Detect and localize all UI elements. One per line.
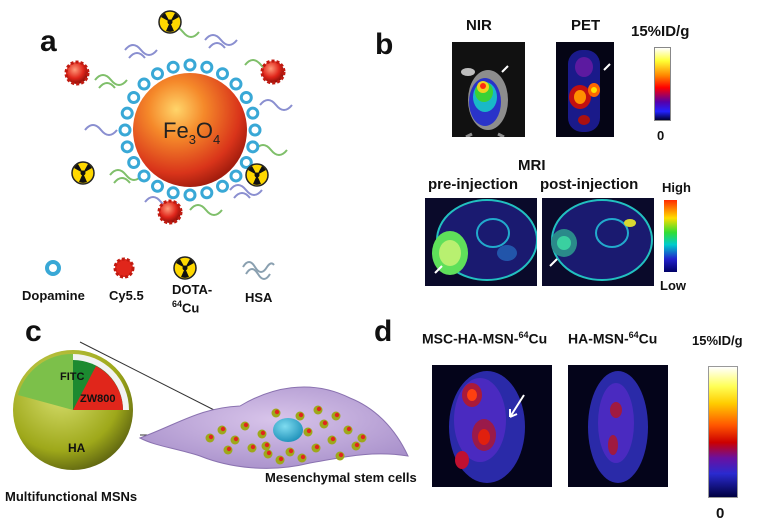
msn-particle-core (243, 422, 249, 428)
hsa-protein-icon (242, 261, 275, 280)
dopamine-bead (216, 67, 229, 81)
cy55-icon (113, 257, 135, 279)
svg-text:HA: HA (68, 441, 86, 455)
dopamine-bead (151, 67, 164, 81)
msn-particle-core (288, 448, 294, 454)
internalized-msn-particles (205, 405, 367, 465)
legend-dota-label: DOTA-64Cu (172, 282, 213, 316)
panel-d-color-scale (708, 366, 738, 498)
msn-particle-core (346, 426, 352, 432)
ha-msn-title: HA-MSN-64Cu (568, 330, 658, 347)
dopamine-icon (45, 260, 61, 276)
msn-particle-core (298, 412, 304, 418)
msn-particle-core (226, 446, 232, 452)
msn-particle-diagram: FITC ZW800 HA (13, 350, 133, 470)
panel-b-letter: b (375, 28, 394, 61)
msc-ha-msn-pet-image (432, 365, 552, 487)
dopamine-bead (229, 77, 243, 91)
panel-d-scale-max-label: 15%ID/g (692, 333, 743, 348)
cy55-dye-markers (64, 59, 286, 225)
panel-d-letter: d (374, 315, 393, 348)
mri-label: MRI (518, 157, 546, 174)
dopamine-bead (166, 60, 180, 74)
mesenchymal-stem-cell (138, 386, 409, 469)
dopamine-bead (248, 123, 262, 137)
dopamine-bead (239, 91, 253, 104)
multifunctional-msns-caption: Multifunctional MSNs (5, 489, 138, 504)
mesenchymal-stem-cells-caption: Mesenchymal stem cells (265, 470, 417, 485)
dopamine-bead (229, 169, 243, 183)
msn-particle-core (360, 434, 366, 440)
dopamine-bead (239, 156, 253, 169)
legend-dopamine-label: Dopamine (22, 288, 85, 303)
msn-particle-core (274, 409, 280, 415)
panel-c-letter: c (25, 315, 42, 348)
dopamine-bead (127, 91, 141, 104)
msn-particle-core (220, 426, 226, 432)
dopamine-shell (118, 58, 262, 202)
msn-particle-core (278, 456, 284, 462)
panel-d-scale-min-label: 0 (716, 505, 725, 522)
msn-particle-core (266, 450, 272, 456)
nir-label: NIR (466, 17, 492, 34)
dopamine-bead (246, 106, 260, 120)
ha-msn-pet-image (568, 365, 668, 487)
legend-hsa-label: HSA (245, 290, 273, 305)
msn-particle-core (264, 442, 270, 448)
nanoparticle-diagram: Fe3O4 (64, 10, 293, 225)
pet-scale-min-label: 0 (657, 128, 665, 143)
radioactive-icon (173, 256, 197, 280)
mri-color-scale (664, 200, 677, 272)
mri-scale-low-label: Low (660, 278, 686, 293)
msn-particle-core (233, 436, 239, 442)
msn-particle-core (338, 452, 344, 458)
pre-injection-label: pre-injection (428, 176, 519, 193)
msn-particle-core (250, 444, 256, 450)
post-injection-label: post-injection (540, 176, 639, 193)
legend-cy55-label: Cy5.5 (109, 288, 144, 303)
mri-pre-injection-image (425, 198, 537, 286)
msn-particle-core (208, 434, 214, 440)
msn-particle-core (316, 406, 322, 412)
dopamine-bead (151, 179, 164, 193)
msn-particle-core (334, 412, 340, 418)
dopamine-bead (183, 58, 197, 72)
dopamine-bead (200, 186, 214, 200)
dopamine-bead (200, 60, 214, 74)
msn-particle-core (322, 420, 328, 426)
dota-64cu-markers (71, 10, 269, 187)
dopamine-bead (166, 186, 180, 200)
svg-text:Fe3O4: Fe3O4 (163, 118, 220, 147)
dopamine-bead (216, 179, 229, 193)
dopamine-bead (127, 156, 141, 169)
fe3o4-core (133, 73, 247, 187)
dopamine-bead (183, 188, 197, 202)
dopamine-bead (246, 140, 260, 154)
pet-color-scale (654, 47, 671, 121)
pet-scale-max-label: 15%ID/g (631, 23, 690, 40)
dopamine-bead (120, 140, 134, 154)
nir-image (452, 42, 525, 137)
msn-particle-core (330, 436, 336, 442)
msn-particle-core (314, 444, 320, 450)
pet-image (556, 42, 614, 137)
svg-text:ZW800: ZW800 (80, 393, 115, 405)
msn-particle-core (354, 442, 360, 448)
msn-particle-core (260, 430, 266, 436)
msc-ha-msn-title: MSC-HA-MSN-64Cu (422, 330, 548, 347)
msn-particle-core (300, 454, 306, 460)
svg-text:FITC: FITC (60, 371, 84, 383)
dopamine-bead (118, 123, 132, 137)
panel-a-letter: a (40, 25, 57, 58)
hsa-protein-layer (84, 26, 293, 216)
msn-particle-core (306, 428, 312, 434)
dopamine-bead (137, 169, 151, 183)
dopamine-bead (137, 77, 151, 91)
mri-post-injection-image (542, 198, 654, 286)
pet-label: PET (571, 17, 601, 34)
mri-scale-high-label: High (662, 180, 691, 195)
dopamine-bead (120, 106, 134, 120)
